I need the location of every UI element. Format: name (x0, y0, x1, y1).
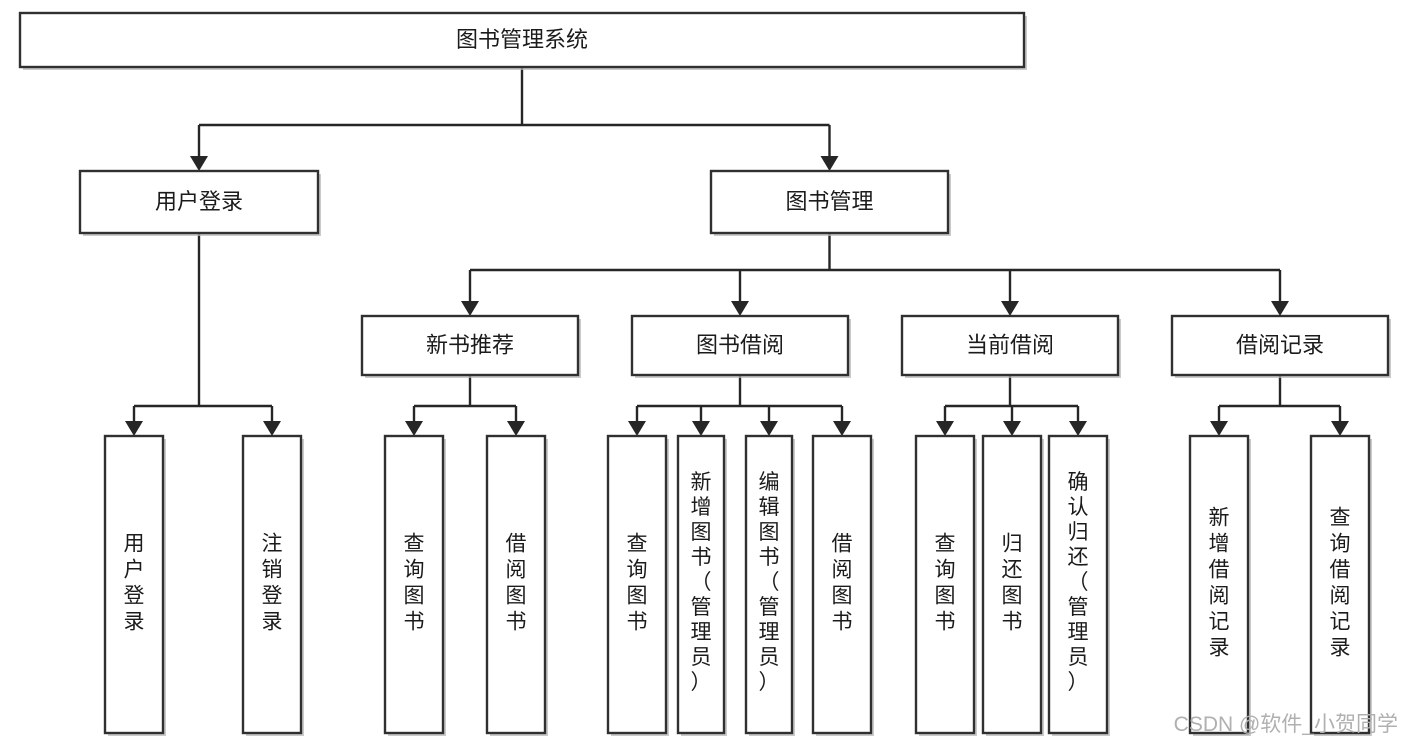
node-book-borrow[interactable]: 图书借阅 (630, 314, 851, 378)
node-rect[interactable] (383, 434, 445, 735)
node-rect[interactable] (606, 434, 668, 735)
node-leaf-edit-book-admin[interactable]: 编辑图书（管理员） (744, 434, 795, 736)
node-rect[interactable] (900, 314, 1120, 377)
node-rect[interactable] (811, 434, 873, 735)
node-leaf-confirm-return-admin[interactable]: 确认归还（管理员） (1047, 434, 1110, 736)
edge-group-user-login (125, 233, 281, 436)
node-leaf-return-book[interactable]: 归还图书 (981, 434, 1044, 736)
edge-group-book-management (461, 233, 1289, 316)
node-leaf-query-book-3[interactable]: 查询图书 (914, 434, 977, 736)
node-label: 查询图书 (935, 532, 956, 633)
node-label: 查询图书 (627, 532, 648, 633)
node-rect[interactable] (78, 169, 320, 235)
node-rect[interactable] (914, 434, 976, 735)
node-book-management[interactable]: 图书管理 (709, 169, 951, 236)
node-label: 借阅图书 (832, 532, 853, 633)
node-leaf-borrow-book-2[interactable]: 借阅图书 (811, 434, 874, 736)
node-rect[interactable] (1170, 314, 1390, 377)
node-rect[interactable] (360, 314, 580, 377)
node-leaf-add-book-admin[interactable]: 新增图书（管理员） (676, 434, 727, 736)
edge-group-borrow-record (1210, 375, 1349, 436)
node-label: 确认归还（管理员） (1068, 471, 1089, 694)
node-label: 查询借阅记录 (1330, 506, 1351, 659)
node-rect[interactable] (103, 434, 165, 735)
node-root[interactable]: 图书管理系统 (18, 11, 1027, 70)
node-rect[interactable] (981, 434, 1043, 735)
node-current-borrow[interactable]: 当前借阅 (900, 314, 1121, 378)
node-label: 新书推荐 (426, 332, 514, 357)
node-leaf-query-borrow-record[interactable]: 查询借阅记录 (1309, 434, 1372, 736)
node-leaf-user-login[interactable]: 用户登录 (103, 434, 166, 736)
node-label: 用户登录 (155, 189, 243, 214)
node-new-book-recommend[interactable]: 新书推荐 (360, 314, 581, 378)
node-rect[interactable] (485, 434, 547, 735)
edge-group-new-book-recommend (405, 375, 525, 436)
node-rect[interactable] (676, 434, 726, 735)
node-label: 图书管理系统 (456, 27, 588, 52)
node-rect[interactable] (241, 434, 303, 735)
node-leaf-query-book-2[interactable]: 查询图书 (606, 434, 669, 736)
node-label: 借阅图书 (506, 532, 527, 633)
node-borrow-record[interactable]: 借阅记录 (1170, 314, 1391, 378)
edge-group-book-borrow (628, 375, 851, 436)
node-rect[interactable] (18, 11, 1026, 69)
node-rect[interactable] (630, 314, 850, 377)
node-rect[interactable] (709, 169, 950, 235)
node-leaf-borrow-book-1[interactable]: 借阅图书 (485, 434, 548, 736)
node-label: 编辑图书（管理员） (759, 471, 780, 694)
node-label: 新增借阅记录 (1209, 506, 1230, 659)
node-label: 归还图书 (1002, 532, 1023, 633)
node-layer: 图书管理系统用户登录图书管理新书推荐图书借阅当前借阅借阅记录用户登录注销登录查询… (18, 11, 1391, 736)
node-leaf-logout[interactable]: 注销登录 (241, 434, 304, 736)
node-label: 当前借阅 (966, 332, 1054, 357)
edge-group-current-borrow (936, 375, 1087, 436)
node-label: 图书借阅 (696, 332, 784, 357)
node-label: 新增图书（管理员） (691, 471, 712, 694)
node-label: 借阅记录 (1236, 332, 1324, 357)
node-rect[interactable] (1188, 434, 1250, 735)
connector-layer (125, 67, 1349, 436)
node-leaf-query-book-1[interactable]: 查询图书 (383, 434, 446, 736)
node-label: 查询图书 (404, 532, 425, 633)
csdn-watermark: CSDN @软件_小贺同学 (1174, 713, 1398, 736)
node-rect[interactable] (1309, 434, 1371, 735)
node-rect[interactable] (1047, 434, 1109, 735)
edge-group-root (190, 67, 839, 171)
node-label: 图书管理 (785, 189, 873, 214)
node-user-login[interactable]: 用户登录 (78, 169, 321, 236)
node-label: 用户登录 (124, 532, 145, 633)
node-rect[interactable] (744, 434, 794, 735)
node-leaf-add-borrow-record[interactable]: 新增借阅记录 (1188, 434, 1251, 736)
node-label: 注销登录 (262, 532, 283, 633)
